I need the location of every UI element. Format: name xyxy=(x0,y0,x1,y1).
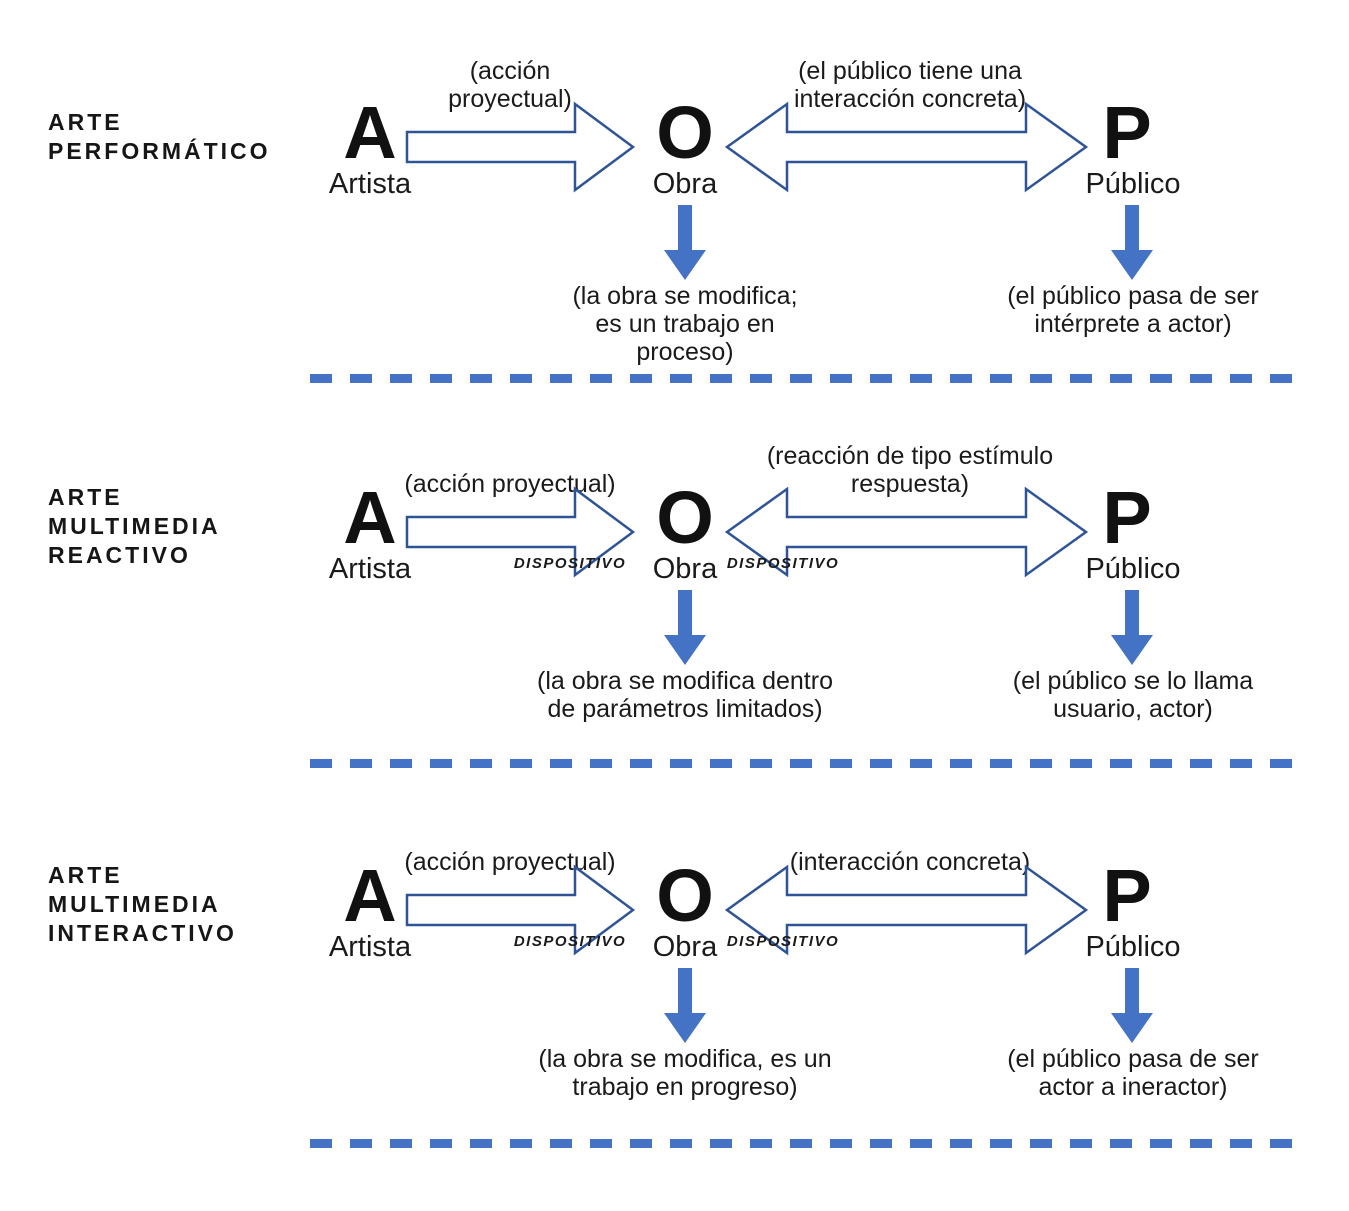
section-arte-multimedia-interactivo: ARTE MULTIMEDIA INTERACTIVO (acción proy… xyxy=(0,763,1349,1148)
node-obra-letter: O xyxy=(656,91,714,174)
right-arrow-shape xyxy=(405,864,636,956)
section-title: ARTE MULTIMEDIA REACTIVO xyxy=(48,484,221,568)
down-arrow-shape xyxy=(1111,590,1153,665)
right-arrow-shape xyxy=(405,486,636,578)
down-arrow-shape xyxy=(1111,968,1153,1043)
down-arrow-shape xyxy=(664,590,706,665)
node-publico-letter: P xyxy=(1102,476,1152,559)
arrow-action-label: (acción proyectual) xyxy=(404,848,616,876)
double-arrow-icon xyxy=(723,99,1090,195)
right-arrow-icon xyxy=(405,99,637,195)
node-artista-letter: A xyxy=(343,91,397,174)
right-arrow-icon xyxy=(405,862,637,958)
down-arrow-icon xyxy=(1109,590,1155,666)
dispositivo-label-left: DISPOSITIVO xyxy=(513,555,627,572)
node-publico-label: Público xyxy=(1085,168,1181,200)
right-arrow-icon xyxy=(405,484,637,580)
node-publico-label: Público xyxy=(1085,553,1181,585)
dashed-divider xyxy=(310,1139,1305,1148)
node-publico-letter: P xyxy=(1102,854,1152,937)
down-arrow-icon xyxy=(662,590,708,666)
down-arrow-icon xyxy=(1109,205,1155,281)
node-publico-letter: P xyxy=(1102,91,1152,174)
arrow-action-label: (acción proyectual) xyxy=(404,470,616,498)
down-arrow-icon xyxy=(662,205,708,281)
dashed-divider xyxy=(310,759,1305,768)
section-title: ARTE PERFORMÁTICO xyxy=(48,109,271,164)
work-caption: (la obra se modifica; es un trabajo en p… xyxy=(572,282,798,366)
public-caption: (el público pasa de ser actor a ineracto… xyxy=(1007,1045,1259,1101)
node-obra-label: Obra xyxy=(652,931,718,963)
node-obra-letter: O xyxy=(656,476,714,559)
down-arrow-shape xyxy=(1111,205,1153,280)
double-arrow-shape xyxy=(724,101,1089,193)
work-caption: (la obra se modifica dentro de parámetro… xyxy=(537,667,833,723)
node-artista-letter: A xyxy=(343,476,397,559)
node-artista-label: Artista xyxy=(328,553,412,585)
down-arrow-icon xyxy=(1109,968,1155,1044)
section-arte-multimedia-reactivo: ARTE MULTIMEDIA REACTIVO (acción proyect… xyxy=(0,385,1349,768)
down-arrow-shape xyxy=(664,968,706,1043)
double-arrow-icon xyxy=(723,484,1090,580)
double-arrow-shape xyxy=(724,864,1089,956)
arrow-action-label: (acción proyectual) xyxy=(448,57,572,113)
node-artista-label: Artista xyxy=(328,931,412,963)
arrow-interaction-label: (el público tiene una interacción concre… xyxy=(793,57,1027,113)
dispositivo-label-right: DISPOSITIVO xyxy=(726,555,840,572)
public-caption: (el público pasa de ser intérprete a act… xyxy=(1007,282,1259,338)
down-arrow-icon xyxy=(662,968,708,1044)
dispositivo-label-left: DISPOSITIVO xyxy=(513,933,627,950)
node-obra-label: Obra xyxy=(652,553,718,585)
section-title: ARTE MULTIMEDIA INTERACTIVO xyxy=(48,862,237,946)
public-caption: (el público se lo llama usuario, actor) xyxy=(1012,667,1254,723)
node-publico-label: Público xyxy=(1085,931,1181,963)
right-arrow-shape xyxy=(405,101,636,193)
node-artista-label: Artista xyxy=(328,168,412,200)
dashed-divider xyxy=(310,374,1305,383)
arrow-interaction-label: (reacción de tipo estímulo respuesta) xyxy=(766,442,1054,498)
node-obra-label: Obra xyxy=(652,168,718,200)
node-obra-letter: O xyxy=(656,854,714,937)
double-arrow-shape xyxy=(724,486,1089,578)
section-arte-performatico: ARTE PERFORMÁTICO (acción proyectual) (e… xyxy=(0,0,1349,385)
dispositivo-label-right: DISPOSITIVO xyxy=(726,933,840,950)
double-arrow-icon xyxy=(723,862,1090,958)
node-artista-letter: A xyxy=(343,854,397,937)
down-arrow-shape xyxy=(664,205,706,280)
arrow-interaction-label: (interacción concreta) xyxy=(789,848,1031,876)
work-caption: (la obra se modifica, es un trabajo en p… xyxy=(538,1045,832,1101)
